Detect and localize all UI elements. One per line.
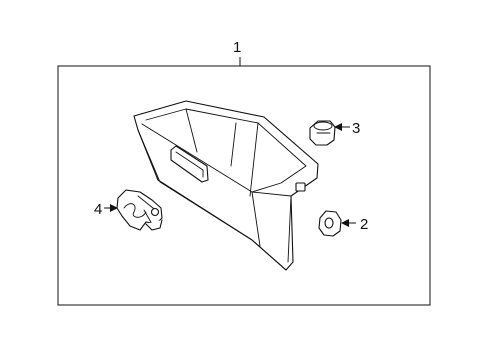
grommet-nut [318,210,342,237]
glove-box-handle-inner [175,151,204,178]
glove-box-side-panel [251,191,292,263]
callout-1-label: 1 [233,39,241,56]
glove-box-interior-divider [185,108,259,197]
callout-4: 4 [94,201,118,218]
callout-3-arrow [334,123,342,131]
callout-4-arrow [110,204,118,212]
glove-box-latch-tab [295,182,306,192]
bumper-stop [309,120,336,146]
glove-box-front-face [137,129,287,271]
callout-2-label: 2 [360,216,368,233]
latch-pawl [145,219,163,231]
bumper-stop-cap [313,121,333,131]
grommet-nut-hole [324,217,334,229]
callout-2: 2 [341,216,368,233]
assembly-frame [57,65,431,306]
glove-box-rim [145,108,307,193]
callout-4-label: 4 [94,201,102,218]
callout-3: 3 [334,120,360,137]
callout-1: 1 [233,39,241,66]
glove-box-assembly [133,100,319,271]
callout-2-arrow [341,219,349,227]
latch-assembly [116,189,163,231]
latch-pivot [150,207,160,217]
callout-3-label: 3 [352,120,360,137]
latch-spring [123,203,147,218]
glove-box-shell [133,100,319,271]
